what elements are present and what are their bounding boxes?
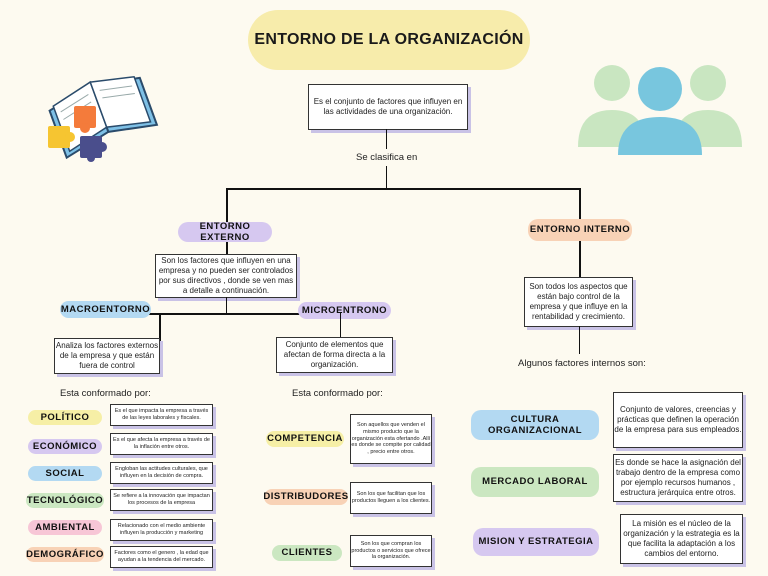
factor-competencia-pill: COMPETENCIA (266, 431, 344, 447)
factor-mercado-pill: MERCADO LABORAL (471, 467, 599, 497)
factor-distribuidores-pill: DISTRIBUDORES (263, 489, 348, 505)
connector (159, 315, 161, 371)
microentorno-pill: MICROENTRONO (298, 302, 391, 319)
factor-politico-pill: POLÍTICO (28, 410, 102, 425)
factor-politico-box: Es el que impacta la empresa a través de… (110, 404, 213, 426)
micro-conformado-label: Esta conformado por: (292, 388, 383, 399)
macroentorno-pill: MACROENTORNO (60, 301, 151, 318)
factor-cultura-pill: CULTURA ORGANIZACIONAL (471, 410, 599, 440)
factor-tecnologico-pill: TECNOLÓGICO (26, 493, 104, 508)
factor-social-box: Engloban las actitudes culturales, que i… (110, 462, 213, 484)
micro-description-box: Conjunto de elementos que afectan de for… (276, 337, 393, 373)
interno-description-box: Son todos los aspectos que están bajo co… (524, 277, 633, 327)
connector (579, 326, 580, 354)
connector (226, 297, 227, 313)
connector (386, 166, 387, 188)
page-title: ENTORNO DE LA ORGANIZACIÓN (248, 10, 530, 70)
factor-tecnologico-box: Se refiere a la innovación que impactan … (110, 489, 213, 511)
connector (226, 188, 228, 222)
connector (226, 242, 228, 254)
factor-competencia-box: Son aquellos que venden el mismo product… (350, 414, 432, 464)
macro-conformado-label: Esta conformado por: (60, 388, 151, 399)
factor-demografico-box: Factores como el genero , la edad que ay… (110, 546, 213, 568)
connector (579, 241, 581, 277)
factor-mercado-box: Es donde se hace la asignación del traba… (613, 454, 743, 502)
factor-social-pill: SOCIAL (28, 466, 102, 481)
classify-label: Se clasifica en (356, 152, 418, 163)
connector (105, 313, 342, 315)
interno-algunos-label: Algunos factores internos son: (518, 358, 646, 369)
definition-box: Es el conjunto de factores que influyen … (308, 84, 468, 130)
factor-mision-box: La misión es el núcleo de la organizació… (620, 514, 743, 564)
entorno-interno-pill: ENTORNO INTERNO (528, 219, 632, 241)
connector (226, 188, 581, 190)
entorno-externo-pill: ENTORNO EXTERNO (178, 221, 272, 243)
connector (340, 313, 341, 337)
factor-economico-box: Es el que afecta la empresa a través de … (110, 433, 213, 455)
factor-ambiental-pill: AMBIENTAL (28, 520, 102, 535)
factor-mision-pill: MISION Y ESTRATEGIA (473, 528, 599, 556)
macro-description-box: Analiza los factores externos de la empr… (54, 338, 160, 374)
factor-ambiental-box: Relacionado con el medio ambiente influy… (110, 519, 213, 541)
factor-clientes-pill: CLIENTES (272, 545, 342, 561)
factor-cultura-box: Conjunto de valores, creencias y práctic… (613, 392, 743, 448)
book-puzzle-icon (48, 75, 159, 162)
externo-description-box: Son los factores que influyen en una emp… (155, 254, 297, 298)
connector (386, 129, 387, 149)
factor-clientes-box: Son los que compran los productos o serv… (350, 535, 432, 567)
factor-economico-pill: ECONÓMICO (28, 439, 102, 454)
factor-demografico-pill: DEMOGRÁFICO (26, 547, 104, 562)
factor-distribuidores-box: Son los que facilitan que los productos … (350, 482, 432, 514)
connector (579, 188, 581, 220)
people-icon (578, 65, 742, 155)
